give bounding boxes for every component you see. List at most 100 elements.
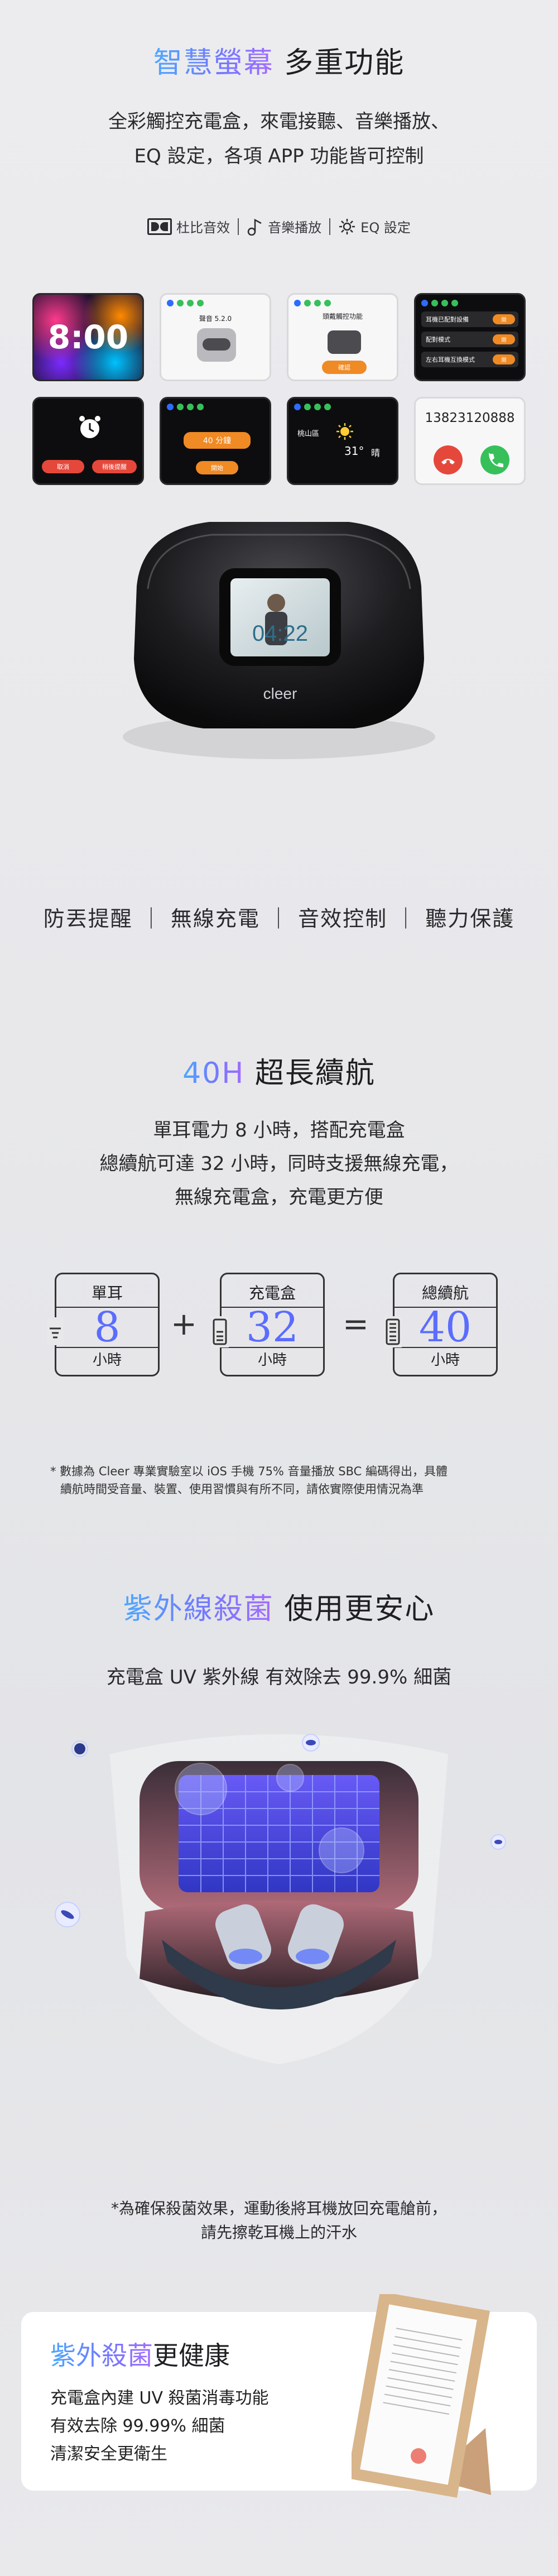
screen-clock: 8:00 <box>32 293 144 381</box>
card-line: 清潔安全更衛生 <box>50 2444 167 2464</box>
battery-value: 32 <box>246 1303 299 1351</box>
card-title-accent: 紫外殺菌 <box>50 2340 153 2371</box>
section1-subtitle-line2: EQ 設定，各項 APP 功能皆可控制 <box>134 145 424 167</box>
battery-unit: 小時 <box>430 1352 460 1369</box>
battery-label: 單耳 <box>91 1284 123 1302</box>
equals-sign: = <box>343 1306 369 1342</box>
screen-alarm: 取消 稍後提醒 <box>32 397 144 485</box>
battery-value: 8 <box>94 1303 121 1351</box>
earbud-icon <box>203 338 230 351</box>
gear-icon <box>339 218 355 234</box>
plus-sign: + <box>171 1306 197 1342</box>
card-line: 有效去除 99.99% 細菌 <box>50 2416 225 2436</box>
eq-title: 聲音 5.2.0 <box>199 315 232 323</box>
screen-eq: 聲音 5.2.0 <box>160 293 271 381</box>
card-title: 紫外殺菌更健康 <box>50 2335 230 2372</box>
section1-title: 智慧螢幕 多重功能 <box>0 39 558 81</box>
section3-title-rest: 使用更安心 <box>273 1592 435 1626</box>
feature-dolby: 杜比音效 <box>147 217 230 236</box>
battery-label: 總續航 <box>421 1284 469 1302</box>
charging-case-device: 04:22 cleer <box>123 522 435 759</box>
battery-box-case: 充電盒 32 小時 <box>220 1273 325 1376</box>
card-title-rest: 更健康 <box>153 2340 230 2371</box>
device-brand-logo: cleer <box>263 685 297 702</box>
section2-title-rest: 超長續航 <box>244 1057 376 1090</box>
section3-note-line1: *為確保殺菌效果，運動後將耳機放回充電艙前， <box>110 2199 447 2218</box>
section1-subtitle-line1: 全彩觸控充電盒，來電接聽、音樂播放、 <box>108 111 450 133</box>
alarm-snooze-button[interactable]: 稍後提醒 <box>92 460 137 473</box>
alarm-clock-icon <box>79 416 100 438</box>
battery-footnote-line2: 續航時間受音量、裝置、使用習慣與有所不同，請依實際使用情況為準 <box>60 1483 424 1496</box>
menu-item[interactable]: 左右耳機互換模式開 <box>421 352 518 367</box>
battery-full-icon <box>384 1316 402 1347</box>
feature-eq-label: EQ 設定 <box>360 220 411 236</box>
status-bar <box>294 403 391 411</box>
hangup-icon <box>441 459 455 464</box>
menu-item[interactable]: 耳機已配對設備開 <box>421 311 518 327</box>
feature-tags: 防丟提醒 ｜ 無線充電 ｜ 音效控制 ｜ 聽力保護 <box>43 906 515 931</box>
weather-city: 桃山區 <box>297 430 320 438</box>
status-bar <box>167 299 264 307</box>
battery-unit: 小時 <box>92 1352 122 1369</box>
section1-title-rest: 多重功能 <box>273 46 405 80</box>
bacteria-icon <box>302 1734 320 1752</box>
status-bar <box>294 299 391 307</box>
card-line: 充電盒內建 UV 殺菌消毒功能 <box>50 2388 269 2408</box>
menu-item[interactable]: 配對模式開 <box>421 332 518 347</box>
battery-low-icon <box>47 1317 64 1345</box>
section1-title-accent: 智慧螢幕 <box>153 46 274 80</box>
screen-anc: 頭戴觸控功能 確認 <box>287 293 398 381</box>
device-screen-time: 04:22 <box>252 621 308 646</box>
section3-title: 紫外線殺菌 使用更安心 <box>0 1585 558 1627</box>
battery-box-earbud: 單耳 8 小時 <box>55 1273 160 1376</box>
section2-line1: 單耳電力 8 小時，搭配充電盒 <box>153 1119 405 1141</box>
section2-title: 40H 超長續航 <box>0 1049 558 1091</box>
music-note-icon <box>247 218 262 236</box>
screen-timer: 40 分鐘 開始 <box>160 397 271 485</box>
accept-call-button[interactable] <box>480 445 509 474</box>
earbud-icon <box>328 330 361 354</box>
screen-menu: 耳機已配對設備開 配對模式開 左右耳機互換模式開 <box>414 293 526 381</box>
screen-weather: 桃山區 31° 晴 <box>287 397 398 485</box>
battery-value: 40 <box>419 1303 472 1351</box>
decline-call-button[interactable] <box>434 445 463 474</box>
dolby-icon <box>147 218 172 235</box>
feature-dolby-label: 杜比音效 <box>176 220 230 236</box>
bacteria-icon <box>71 1740 88 1757</box>
timer-start-button[interactable]: 開始 <box>196 461 238 474</box>
battery-unit: 小時 <box>257 1352 287 1369</box>
section2-line3: 無線充電盒，充電更方便 <box>175 1186 383 1208</box>
feature-row: 杜比音效 音樂播放 EQ 設定 <box>0 217 558 236</box>
certificate-frame-image <box>352 2294 491 2498</box>
battery-box-total: 總續航 40 小時 <box>393 1273 498 1376</box>
feature-eq: EQ 設定 <box>338 217 411 236</box>
divider <box>329 218 331 235</box>
divider <box>238 218 239 235</box>
battery-label: 充電盒 <box>248 1284 296 1302</box>
feature-music-label: 音樂播放 <box>268 220 322 236</box>
section2-title-accent: 40H <box>182 1057 245 1090</box>
screen-grid: 8:00 聲音 5.2.0 頭戴觸控功能 確認 耳機已配對設備開 配對模式開 左… <box>32 293 526 485</box>
weather-temp: 31° <box>344 444 364 458</box>
battery-mid-icon <box>211 1316 229 1347</box>
section2-line2: 總續航可達 32 小時，同時支援無線充電， <box>99 1153 459 1175</box>
battery-footnote-line1: * 數據為 Cleer 專業實驗室以 iOS 手機 75% 音量播放 SBC 編… <box>50 1465 448 1478</box>
bacteria-icon <box>490 1834 506 1850</box>
section3-subtitle: 充電盒 UV 紫外線 有效除去 99.9% 細菌 <box>106 1666 452 1688</box>
alarm-cancel-button[interactable]: 取消 <box>42 460 84 473</box>
screen-call: 13823120888 <box>414 397 526 485</box>
uv-case-illustration <box>109 1734 449 2065</box>
card-body: 充電盒內建 UV 殺菌消毒功能 有效去除 99.99% 細菌 清潔安全更衛生 <box>50 2385 269 2468</box>
anc-title: 頭戴觸控功能 <box>322 313 363 320</box>
anc-confirm-button[interactable]: 確認 <box>322 361 367 374</box>
status-bar <box>421 299 518 307</box>
section3-title-accent: 紫外線殺菌 <box>123 1592 274 1626</box>
bacteria-icon <box>55 1902 80 1927</box>
clock-display: 8:00 <box>34 295 142 380</box>
timer-value: 40 分鐘 <box>184 432 251 449</box>
section3-note-line2: 請先擦乾耳機上的汗水 <box>200 2223 357 2242</box>
sun-icon <box>336 423 353 440</box>
status-bar <box>167 403 264 411</box>
weather-condition: 晴 <box>371 448 381 458</box>
